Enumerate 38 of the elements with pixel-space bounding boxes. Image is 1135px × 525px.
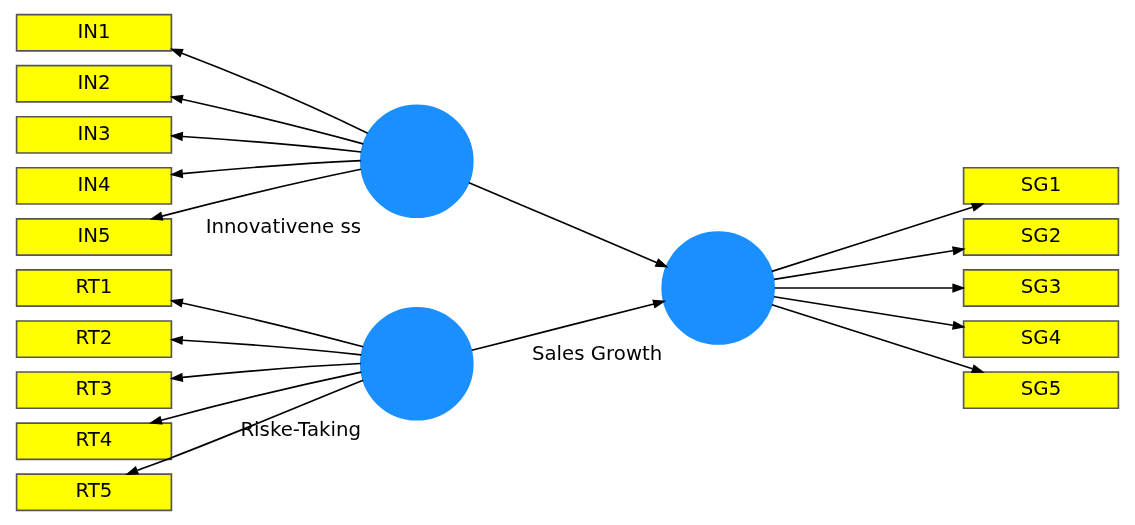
- arrow: [169, 48, 369, 135]
- arrow: [771, 202, 985, 273]
- arrow: [125, 379, 365, 475]
- node-label: Riske-Taking: [240, 417, 361, 441]
- node-label: Sales Growth: [531, 341, 663, 365]
- arrow: [169, 335, 363, 356]
- arrow: [169, 131, 363, 153]
- arrow: [773, 283, 966, 293]
- node-box: SG4: [962, 320, 1120, 359]
- node-box: RT4: [15, 422, 173, 461]
- arrow: [169, 159, 362, 179]
- node-box: SG5: [962, 371, 1120, 410]
- arrow: [169, 298, 364, 348]
- arrow: [470, 299, 667, 352]
- node-circle: [360, 306, 474, 421]
- node-box: SG1: [962, 166, 1120, 205]
- node-box: IN2: [15, 64, 173, 103]
- arrow: [771, 303, 985, 374]
- arrow: [773, 246, 966, 281]
- arrow: [149, 168, 362, 221]
- node-box: IN5: [15, 218, 173, 256]
- arrow: [169, 362, 362, 382]
- node-box: SG3: [962, 269, 1120, 307]
- arrow: [148, 371, 363, 425]
- arrow: [773, 295, 966, 330]
- node-box: RT2: [15, 320, 173, 359]
- node-circle: [360, 104, 474, 219]
- node-circle: [661, 231, 775, 345]
- node-box: RT3: [15, 371, 173, 410]
- arrow: [468, 181, 669, 268]
- node-box: RT1: [15, 269, 173, 307]
- node-label: Innovativene ss: [205, 215, 362, 239]
- node-box: IN3: [15, 115, 173, 154]
- node-box: SG2: [962, 218, 1120, 256]
- arrow: [169, 94, 364, 145]
- node-box: IN4: [15, 166, 173, 205]
- node-box: IN1: [15, 13, 173, 52]
- node-box: RT5: [15, 473, 173, 512]
